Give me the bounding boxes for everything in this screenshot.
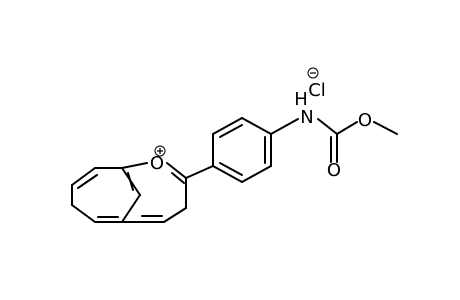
carbonyl-oxygen-label: O <box>327 160 341 181</box>
bond <box>212 165 243 183</box>
bond <box>163 207 187 223</box>
pyrylium-oxygen-label: O <box>150 153 164 174</box>
nitrogen-carbon-bond <box>317 118 338 135</box>
amine-hydrogen-label: H <box>294 89 308 110</box>
bond <box>121 162 148 169</box>
bond <box>212 117 243 135</box>
positive-charge-marker <box>154 145 166 157</box>
negative-charge-marker <box>307 67 319 79</box>
amine-nitrogen-label: N <box>300 107 313 128</box>
double-bond-inner <box>219 162 243 176</box>
pyrylium-ring <box>121 162 187 223</box>
double-bond-inner <box>77 174 98 189</box>
aryl-link-bond <box>185 165 214 179</box>
bond <box>241 117 272 135</box>
ester-methyl-bond <box>373 121 398 135</box>
bond <box>71 204 96 223</box>
aryl-nitrogen-bond <box>270 118 299 135</box>
bond <box>241 165 272 183</box>
phenylene-ring <box>212 117 272 183</box>
bond <box>121 194 141 223</box>
double-bond-inner <box>171 172 185 184</box>
double-bond-inner <box>219 124 243 138</box>
fused-benzene-ring <box>71 167 141 223</box>
ester-oxygen-label: O <box>358 110 372 131</box>
bond <box>71 167 96 186</box>
chloride-label: Cl <box>308 80 326 101</box>
bond <box>166 162 187 179</box>
carbon-ester-oxygen-bond <box>336 121 358 135</box>
carbamate-group <box>270 118 398 163</box>
double-bond-inner <box>127 172 134 191</box>
